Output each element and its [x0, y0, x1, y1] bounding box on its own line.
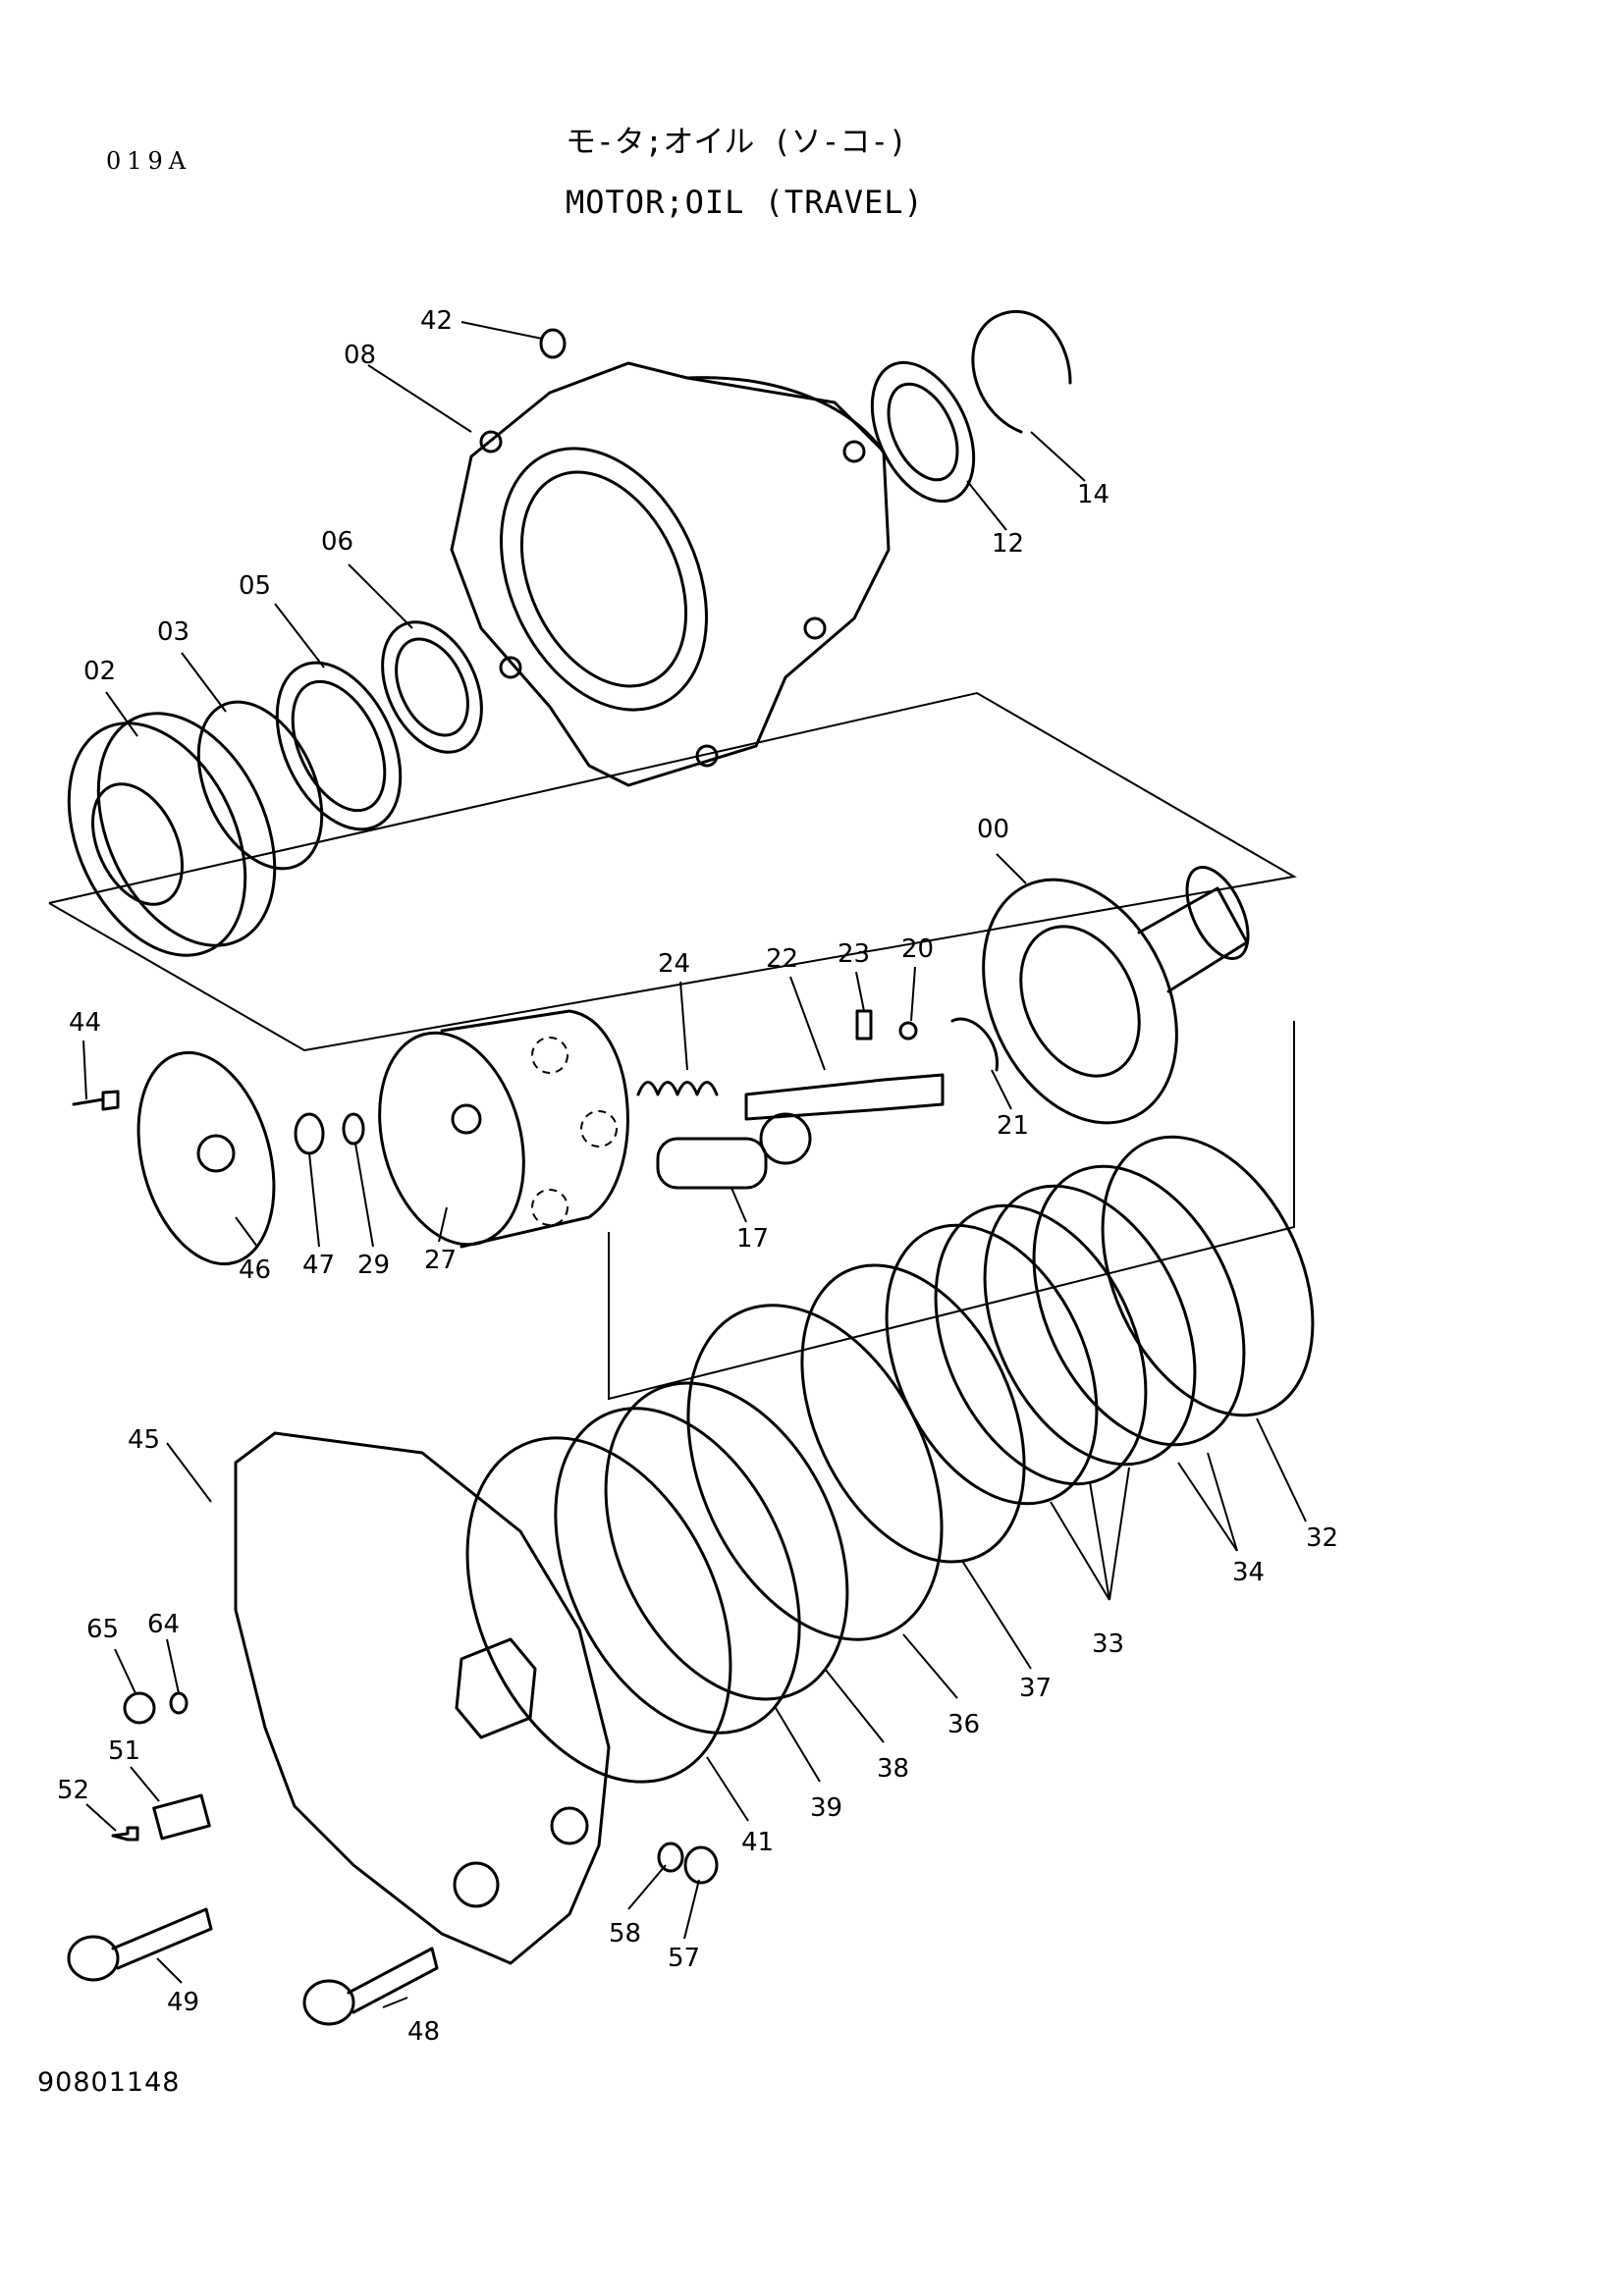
part-41-o-ring: [465, 1436, 732, 1784]
part-44-screw: [72, 1090, 120, 1111]
callout-45: 45: [128, 1425, 160, 1455]
part-36-piston: [686, 1304, 944, 1641]
leader-lines: [82, 321, 1307, 2008]
callout-52: 52: [57, 1776, 89, 1805]
callout-02: 02: [83, 657, 116, 686]
part-42-o-ring: [539, 328, 567, 359]
callout-49: 49: [167, 1988, 199, 2017]
part-27-cylinder-block: [378, 1009, 629, 1249]
callout-29: 29: [357, 1251, 390, 1280]
callout-22: 22: [766, 944, 798, 974]
callout-65: 65: [86, 1615, 119, 1644]
callout-12: 12: [992, 529, 1024, 559]
part-06-nut: [381, 620, 483, 754]
callout-24: 24: [658, 949, 690, 979]
part-46-plate: [136, 1050, 276, 1266]
part-12-bearing: [870, 360, 976, 504]
drawing-number: 90801148: [37, 2067, 181, 2098]
title-japanese: モ-タ;オイル (ソ-コ-): [566, 125, 907, 160]
page-code: 019A: [106, 147, 192, 175]
part-37-ring: [800, 1263, 1026, 1564]
part-14-snap-ring: [971, 309, 1072, 434]
callout-20: 20: [901, 934, 934, 964]
part-29-ring: [342, 1112, 365, 1146]
callout-labels: 42 08 06 05 03 02 12 14 00 24 22 23 20 4…: [57, 306, 1338, 2047]
part-57-plug: [683, 1845, 719, 1885]
callout-23: 23: [838, 939, 870, 969]
callout-27: 27: [424, 1246, 457, 1275]
part-51-cover: [152, 1793, 211, 1841]
callout-41: 41: [741, 1828, 774, 1857]
callout-03: 03: [157, 617, 189, 647]
callout-06: 06: [321, 527, 353, 557]
part-48-bolt: [302, 1947, 439, 2026]
callout-44: 44: [69, 1008, 101, 1038]
assembly-outline-frames: [48, 691, 1297, 1401]
callout-14: 14: [1077, 480, 1109, 509]
callout-37: 37: [1019, 1674, 1052, 1703]
callout-17: 17: [736, 1224, 769, 1254]
callout-33: 33: [1092, 1629, 1124, 1659]
part-03-ring: [196, 700, 324, 871]
part-64-o-ring: [169, 1691, 189, 1715]
part-39-seal: [554, 1407, 801, 1735]
callout-64: 64: [147, 1610, 180, 1639]
part-02-bearing: [67, 712, 277, 957]
callout-47: 47: [302, 1251, 335, 1280]
part-58-o-ring: [657, 1842, 684, 1873]
part-05-seal: [275, 661, 403, 831]
callout-21: 21: [997, 1111, 1029, 1141]
callout-36: 36: [947, 1710, 980, 1739]
title-english: MOTOR;OIL (TRAVEL): [566, 184, 924, 221]
part-65-plug: [123, 1691, 156, 1725]
part-21-snap-ring: [950, 1017, 999, 1072]
part-49-bolt: [67, 1907, 213, 1982]
part-23-pin: [855, 1009, 873, 1041]
callout-57: 57: [668, 1944, 700, 1973]
part-45-casing: [234, 1431, 611, 1965]
callout-42: 42: [420, 306, 453, 336]
callout-08: 08: [344, 341, 376, 370]
part-24-spring: [636, 1081, 719, 1096]
callout-38: 38: [877, 1754, 909, 1784]
part-52-screw: [111, 1826, 139, 1842]
part-17-piston: [656, 1112, 812, 1190]
part-08-housing: [450, 361, 891, 787]
part-47-bushing: [294, 1112, 325, 1155]
callout-46: 46: [239, 1255, 271, 1285]
part-20-ball: [898, 1021, 918, 1041]
callout-58: 58: [609, 1919, 641, 1949]
callout-32: 32: [1306, 1523, 1338, 1553]
callout-48: 48: [407, 2017, 440, 2047]
callout-51: 51: [108, 1736, 140, 1766]
part-22-spool: [744, 1073, 945, 1121]
callout-39: 39: [810, 1793, 842, 1823]
callout-05: 05: [239, 571, 271, 601]
callout-34: 34: [1232, 1558, 1265, 1587]
callout-00: 00: [977, 815, 1009, 844]
part-38-seal: [604, 1381, 849, 1701]
part-00-shaft: [982, 865, 1250, 1125]
